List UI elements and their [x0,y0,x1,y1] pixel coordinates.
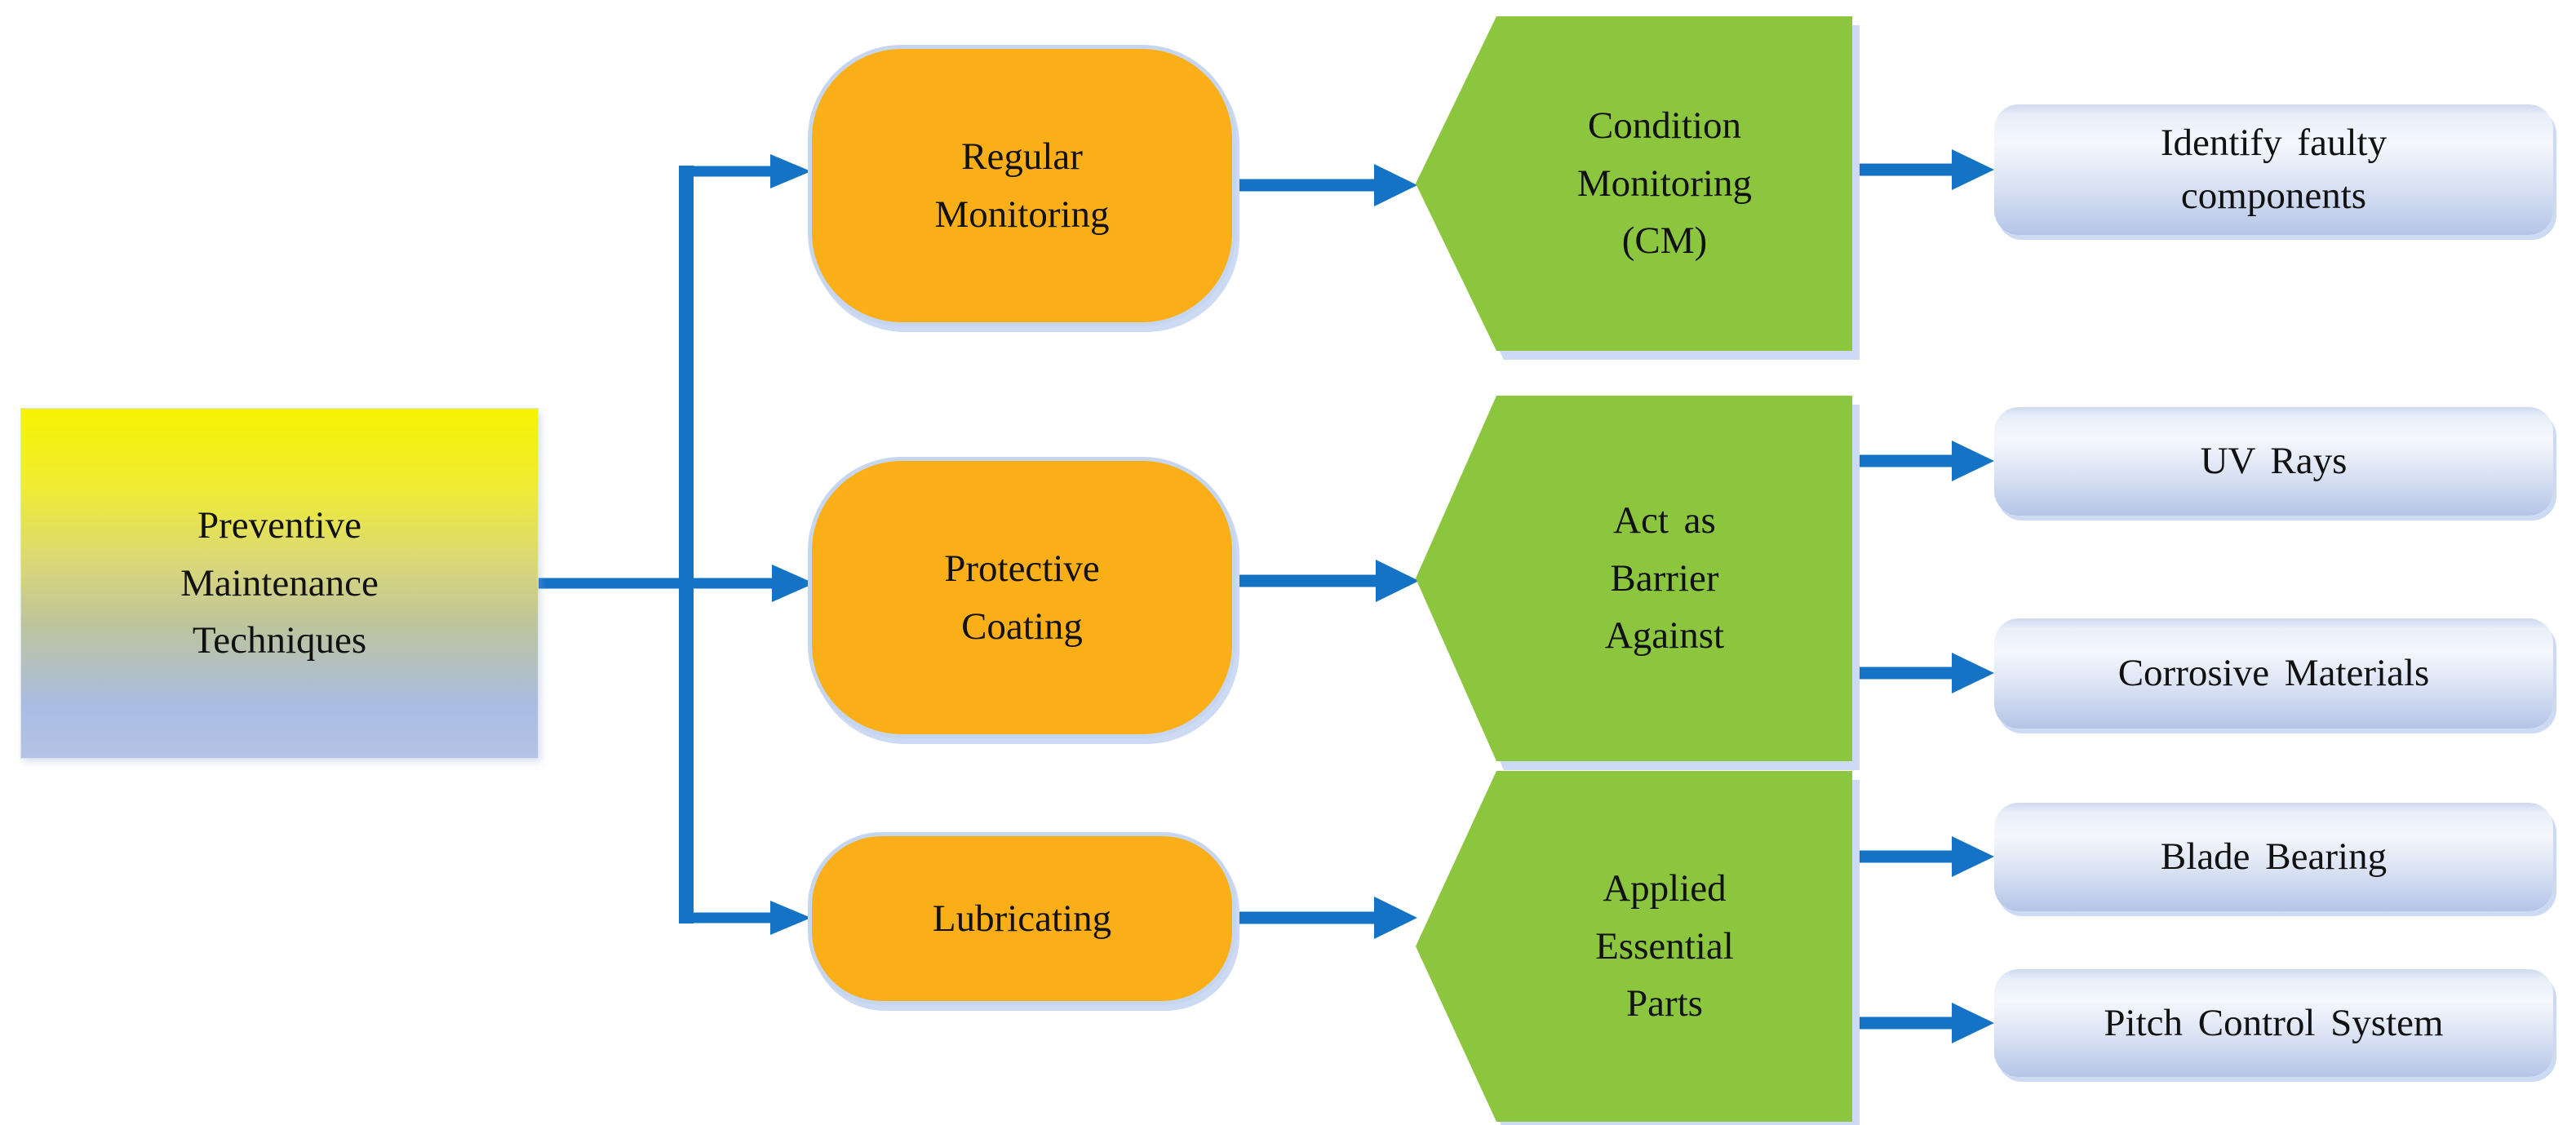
label-uv-rays: UV Rays [2200,440,2348,483]
node-regular-monitoring: Regular Monitoring [808,45,1236,326]
arrowhead-to-protective-coating [772,565,814,602]
label-regular-monitoring: Regular Monitoring [934,135,1110,236]
label-identify-faulty-components: Identify faulty components [2160,122,2388,217]
pentagon-body: Condition Monitoring (CM) [1416,16,1852,351]
node-act-as-barrier: Act as Barrier Against [1416,396,1860,770]
arrowhead-to-corrosive-materials [1952,653,1994,693]
label-lubricating: Lubricating [932,897,1112,940]
node-corrosive-materials: Corrosive Materials [1994,618,2553,729]
label-act-as-barrier: Act as Barrier Against [1604,499,1725,658]
node-uv-rays: UV Rays [1994,407,2553,516]
arrowhead-to-applied-parts [1374,897,1417,939]
arrowhead-to-act-as-barrier [1376,560,1419,602]
node-pitch-control-system: Pitch Control System [1994,969,2553,1077]
node-condition-monitoring: Condition Monitoring (CM) [1416,16,1860,360]
label-preventive-maintenance: Preventive Maintenance Techniques [180,504,379,662]
arrowhead-to-regular-monitoring [770,154,811,188]
label-protective-coating: Protective Coating [944,547,1100,648]
node-lubricating: Lubricating [808,832,1236,1005]
arrowhead-to-identify-faulty [1952,149,1994,190]
arrowhead-to-uv-rays [1952,441,1994,481]
node-protective-coating: Protective Coating [808,457,1236,738]
node-blade-bearing: Blade Bearing [1994,803,2553,911]
label-blade-bearing: Blade Bearing [2160,835,2388,879]
arrowhead-to-condition-monitoring [1374,164,1417,206]
arrowhead-to-pitch-control [1952,1003,1994,1043]
arrowhead-to-lubricating [770,901,811,935]
node-preventive-maintenance: Preventive Maintenance Techniques [20,408,539,759]
node-identify-faulty-components: Identify faulty components [1994,104,2553,235]
label-condition-monitoring: Condition Monitoring (CM) [1576,104,1752,263]
label-corrosive-materials: Corrosive Materials [2117,652,2430,695]
label-applied-essential-parts: Applied Essential Parts [1595,867,1734,1025]
arrowhead-to-blade-bearing [1952,836,1994,877]
pentagon-body: Applied Essential Parts [1416,771,1852,1122]
pentagon-body: Act as Barrier Against [1416,396,1852,761]
node-applied-essential-parts: Applied Essential Parts [1416,771,1860,1125]
label-pitch-control-system: Pitch Control System [2104,1001,2444,1044]
